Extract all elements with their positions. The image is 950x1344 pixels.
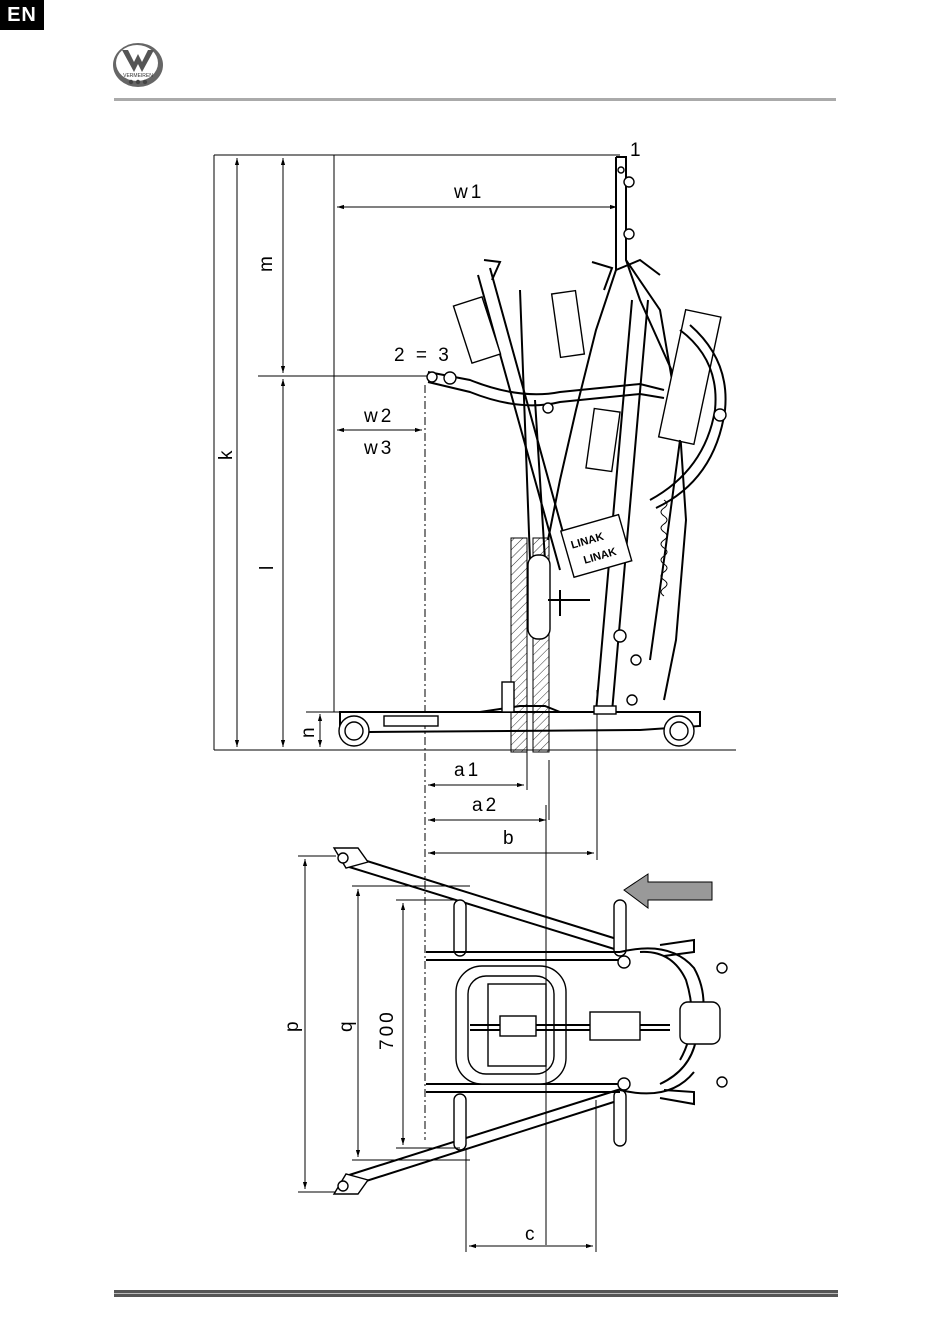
label-k: k [216, 448, 237, 461]
label-w1: w1 [453, 182, 484, 203]
top-view [298, 805, 727, 1252]
label-m: m [256, 253, 277, 272]
label-a1: a1 [454, 760, 481, 781]
direction-arrow-icon [624, 874, 712, 908]
label-w3: w3 [363, 438, 394, 459]
label-700: 700 [377, 1009, 398, 1050]
label-2-equals-3: 2 = 3 [394, 345, 452, 366]
label-w2: w2 [363, 406, 394, 427]
label-q: q [336, 1018, 357, 1032]
label-c: c [525, 1224, 538, 1245]
label-n: n [298, 724, 319, 738]
label-b: b [503, 828, 517, 849]
label-1: 1 [630, 140, 644, 161]
footer-rule-highlight [114, 1293, 838, 1294]
label-l: l [257, 563, 278, 570]
label-a2: a2 [472, 795, 499, 816]
label-p: p [282, 1018, 303, 1032]
